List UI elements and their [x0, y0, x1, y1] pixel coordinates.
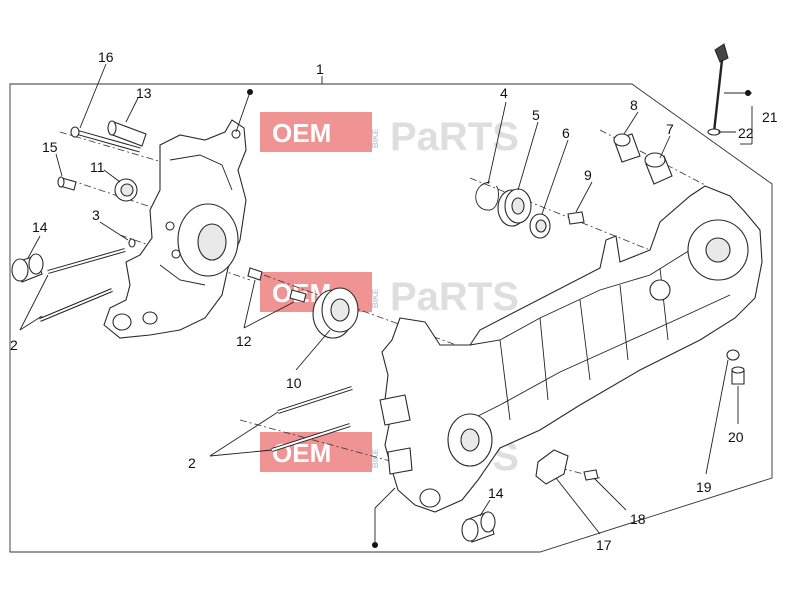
watermark-oem-text: OEM — [272, 438, 331, 468]
part-15-pin — [57, 176, 77, 191]
callout-6: 6 — [562, 125, 570, 141]
callout-21: 21 — [762, 109, 778, 125]
part-2-studs-left — [39, 248, 126, 322]
right-crankcase-half — [379, 185, 763, 513]
callout-18: 18 — [630, 511, 646, 527]
callout-8: 8 — [630, 97, 638, 113]
part-20-plug — [731, 366, 745, 385]
part-19-washer — [726, 349, 740, 361]
callout-15: 15 — [42, 139, 58, 155]
callout-1: 1 — [316, 61, 324, 77]
callout-14-lower: 14 — [488, 485, 504, 501]
watermark-bike-text: BIKE — [371, 128, 380, 148]
watermark-middle: OEM BIKE PaRTS — [260, 272, 519, 319]
callout-2-left: 2 — [10, 337, 18, 353]
callout-16: 16 — [98, 49, 114, 65]
part-11-seal — [114, 178, 138, 202]
part-13-sleeve — [107, 120, 147, 147]
part-21-dipstick — [712, 43, 729, 133]
part-10-bearing — [312, 287, 359, 339]
callout-9: 9 — [584, 167, 592, 183]
part-2-studs-lower — [271, 386, 353, 452]
watermark-oem-text: OEM — [272, 118, 331, 148]
part-16-bolt — [70, 126, 141, 153]
left-crankcase-half — [103, 119, 247, 339]
callout-12: 12 — [236, 333, 252, 349]
callout-3: 3 — [92, 207, 100, 223]
watermark-top: OEM BIKE PaRTS — [260, 112, 519, 159]
callout-13: 13 — [136, 85, 152, 101]
callout-2-lower: 2 — [188, 455, 196, 471]
part-17-bracket — [535, 449, 569, 485]
callout-labels: 1 16 13 15 11 3 14 2 12 10 4 5 6 9 8 7 2… — [10, 49, 778, 553]
watermark-parts-text: PaRTS — [390, 115, 519, 159]
callout-20: 20 — [728, 429, 744, 445]
callout-5: 5 — [532, 107, 540, 123]
part-9-bushing — [567, 211, 585, 225]
watermark-bike-text: BIKE — [371, 448, 380, 468]
part-18-screw — [583, 469, 599, 481]
callout-10: 10 — [286, 375, 302, 391]
assembly-frame — [9, 83, 773, 553]
part-5-bearing — [497, 188, 532, 227]
part-8-sleeve — [613, 133, 641, 163]
callout-19: 19 — [696, 479, 712, 495]
part-12-dowels — [247, 267, 307, 303]
watermark-bike-text: BIKE — [371, 288, 380, 308]
part-6-seal — [529, 213, 551, 239]
part-3-dowel — [128, 238, 136, 248]
part-14-bushing-left — [11, 253, 44, 283]
callout-17: 17 — [596, 537, 612, 553]
callout-11: 11 — [90, 159, 105, 175]
callout-7: 7 — [666, 121, 674, 137]
part-4-circlip — [475, 181, 499, 211]
part-7-bushing — [644, 152, 673, 185]
callout-14-left: 14 — [32, 219, 48, 235]
callout-22: 22 — [738, 125, 754, 141]
part-14-bushing-lower — [461, 511, 496, 543]
callout-leaders — [19, 63, 753, 535]
callout-4: 4 — [500, 85, 508, 101]
watermark-parts-text: PaRTS — [390, 275, 519, 319]
